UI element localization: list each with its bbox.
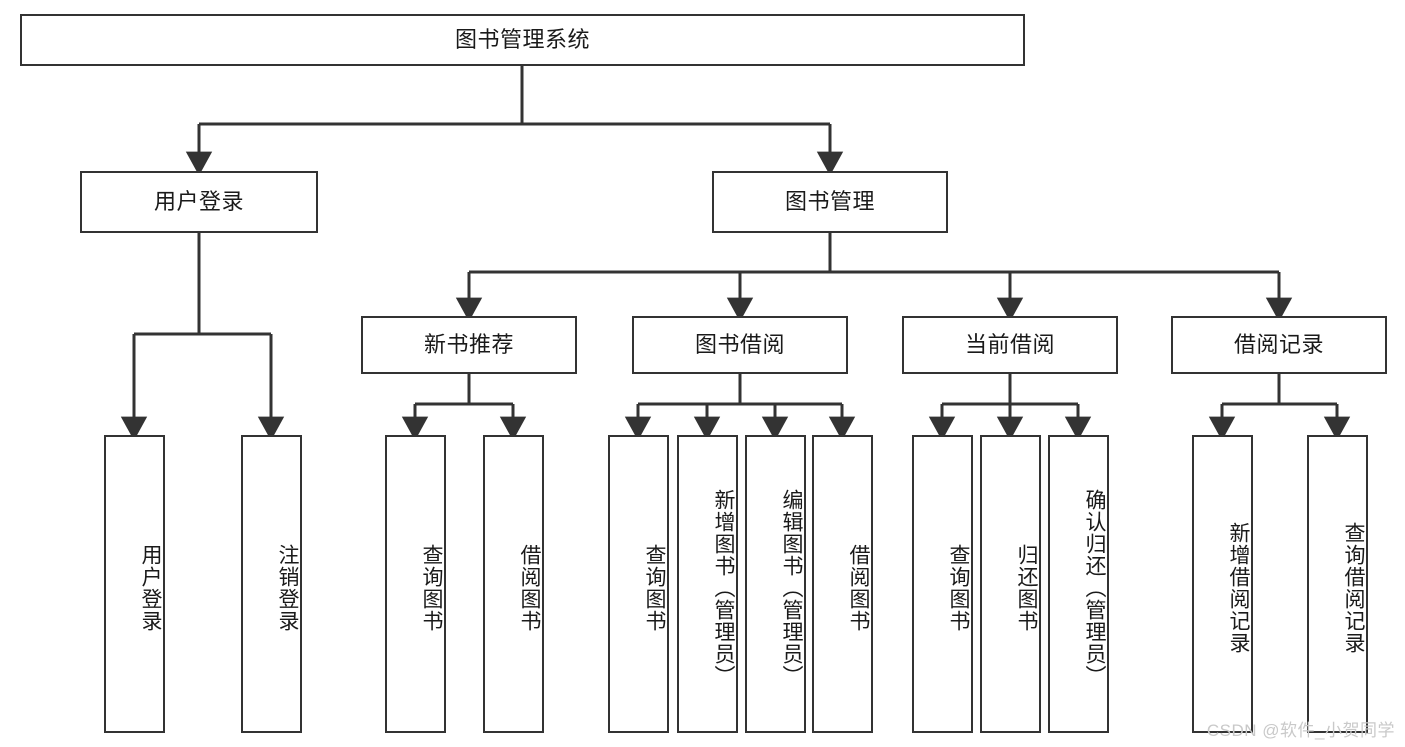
leaf-label: 查询图书 bbox=[947, 544, 970, 632]
leaf-user-login-signout[interactable]: 注销登录 bbox=[241, 435, 302, 733]
leaf-label: 用户登录 bbox=[139, 544, 162, 632]
leaf-label: 借阅图书 bbox=[847, 544, 870, 632]
leaf-borrow-borrow-book[interactable]: 借阅图书 bbox=[812, 435, 873, 733]
node-borrow-record[interactable]: 借阅记录 bbox=[1171, 316, 1387, 374]
node-new-book-recommend[interactable]: 新书推荐 bbox=[361, 316, 577, 374]
leaf-current-return-book[interactable]: 归还图书 bbox=[980, 435, 1041, 733]
leaf-borrow-query-book[interactable]: 查询图书 bbox=[608, 435, 669, 733]
node-current-borrow[interactable]: 当前借阅 bbox=[902, 316, 1118, 374]
leaf-new-book-query[interactable]: 查询图书 bbox=[385, 435, 446, 733]
node-book-management[interactable]: 图书管理 bbox=[712, 171, 948, 233]
leaf-label: 借阅图书 bbox=[518, 544, 541, 632]
leaf-label: 确认归还（管理员） bbox=[1083, 489, 1106, 687]
leaf-label: 查询借阅记录 bbox=[1342, 522, 1365, 654]
leaf-label: 注销登录 bbox=[276, 544, 299, 632]
leaf-label: 查询图书 bbox=[420, 544, 443, 632]
leaf-label: 新增借阅记录 bbox=[1227, 522, 1250, 654]
watermark-text: CSDN @软件_小贺同学 bbox=[1206, 721, 1395, 740]
leaf-record-query[interactable]: 查询借阅记录 bbox=[1307, 435, 1368, 733]
node-user-login[interactable]: 用户登录 bbox=[80, 171, 318, 233]
leaf-user-login-signin[interactable]: 用户登录 bbox=[104, 435, 165, 733]
leaf-label: 编辑图书（管理员） bbox=[780, 489, 803, 687]
leaf-current-confirm-return-admin[interactable]: 确认归还（管理员） bbox=[1048, 435, 1109, 733]
node-root-system[interactable]: 图书管理系统 bbox=[20, 14, 1025, 66]
leaf-borrow-edit-book-admin[interactable]: 编辑图书（管理员） bbox=[745, 435, 806, 733]
leaf-label: 新增图书（管理员） bbox=[712, 489, 735, 687]
leaf-label: 查询图书 bbox=[643, 544, 666, 632]
node-book-borrow[interactable]: 图书借阅 bbox=[632, 316, 848, 374]
leaf-new-book-borrow[interactable]: 借阅图书 bbox=[483, 435, 544, 733]
leaf-current-query-book[interactable]: 查询图书 bbox=[912, 435, 973, 733]
leaf-record-add[interactable]: 新增借阅记录 bbox=[1192, 435, 1253, 733]
leaf-label: 归还图书 bbox=[1015, 544, 1038, 632]
leaf-borrow-add-book-admin[interactable]: 新增图书（管理员） bbox=[677, 435, 738, 733]
